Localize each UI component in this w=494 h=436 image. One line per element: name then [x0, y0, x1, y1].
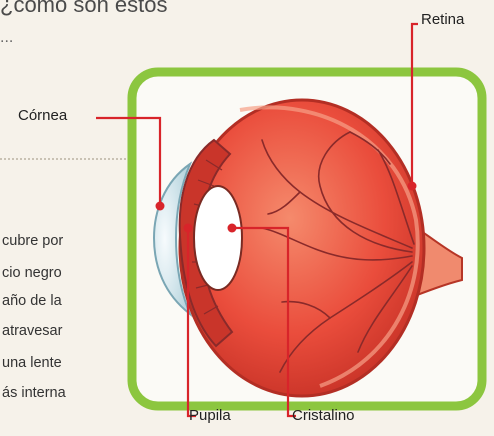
label-pupila: Pupila	[189, 408, 231, 423]
label-cristalino: Cristalino	[292, 408, 355, 423]
lens	[194, 186, 242, 290]
label-cornea: Córnea	[18, 108, 67, 123]
label-retina: Retina	[421, 12, 464, 27]
